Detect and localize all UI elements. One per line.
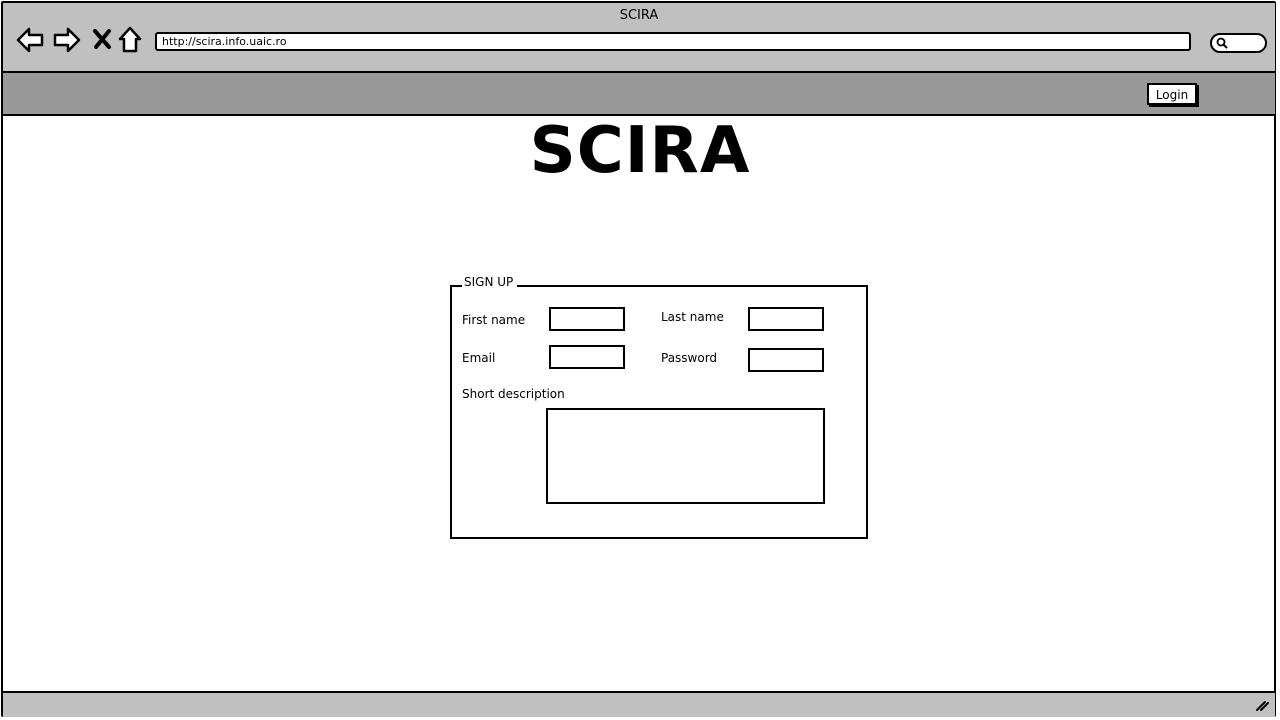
url-input[interactable]	[155, 32, 1191, 51]
last-name-label: Last name	[661, 310, 724, 324]
search-icon	[1216, 37, 1228, 49]
first-name-field[interactable]	[549, 307, 625, 331]
forward-arrow-icon[interactable]	[52, 25, 82, 55]
back-arrow-icon[interactable]	[15, 25, 45, 55]
email-field[interactable]	[549, 345, 625, 369]
short-description-field[interactable]	[546, 408, 825, 504]
password-label: Password	[661, 351, 718, 365]
signup-fieldset	[450, 285, 868, 539]
first-name-label: First name	[462, 313, 526, 327]
top-menubar: Login	[3, 73, 1275, 116]
browser-titlebar: SCIRA	[3, 3, 1275, 73]
signup-legend: SIGN UP	[462, 275, 518, 289]
resize-grip-icon[interactable]	[1255, 699, 1269, 711]
browser-statusbar	[3, 691, 1275, 717]
password-field[interactable]	[748, 348, 824, 372]
login-button[interactable]: Login	[1147, 83, 1197, 105]
search-field[interactable]	[1210, 33, 1267, 53]
last-name-field[interactable]	[748, 307, 824, 331]
window-title: SCIRA	[619, 8, 659, 23]
email-label: Email	[462, 351, 496, 365]
short-description-label: Short description	[462, 387, 565, 401]
home-icon[interactable]	[117, 25, 147, 55]
page-title: SCIRA	[529, 114, 751, 188]
stop-x-icon[interactable]	[89, 25, 119, 55]
